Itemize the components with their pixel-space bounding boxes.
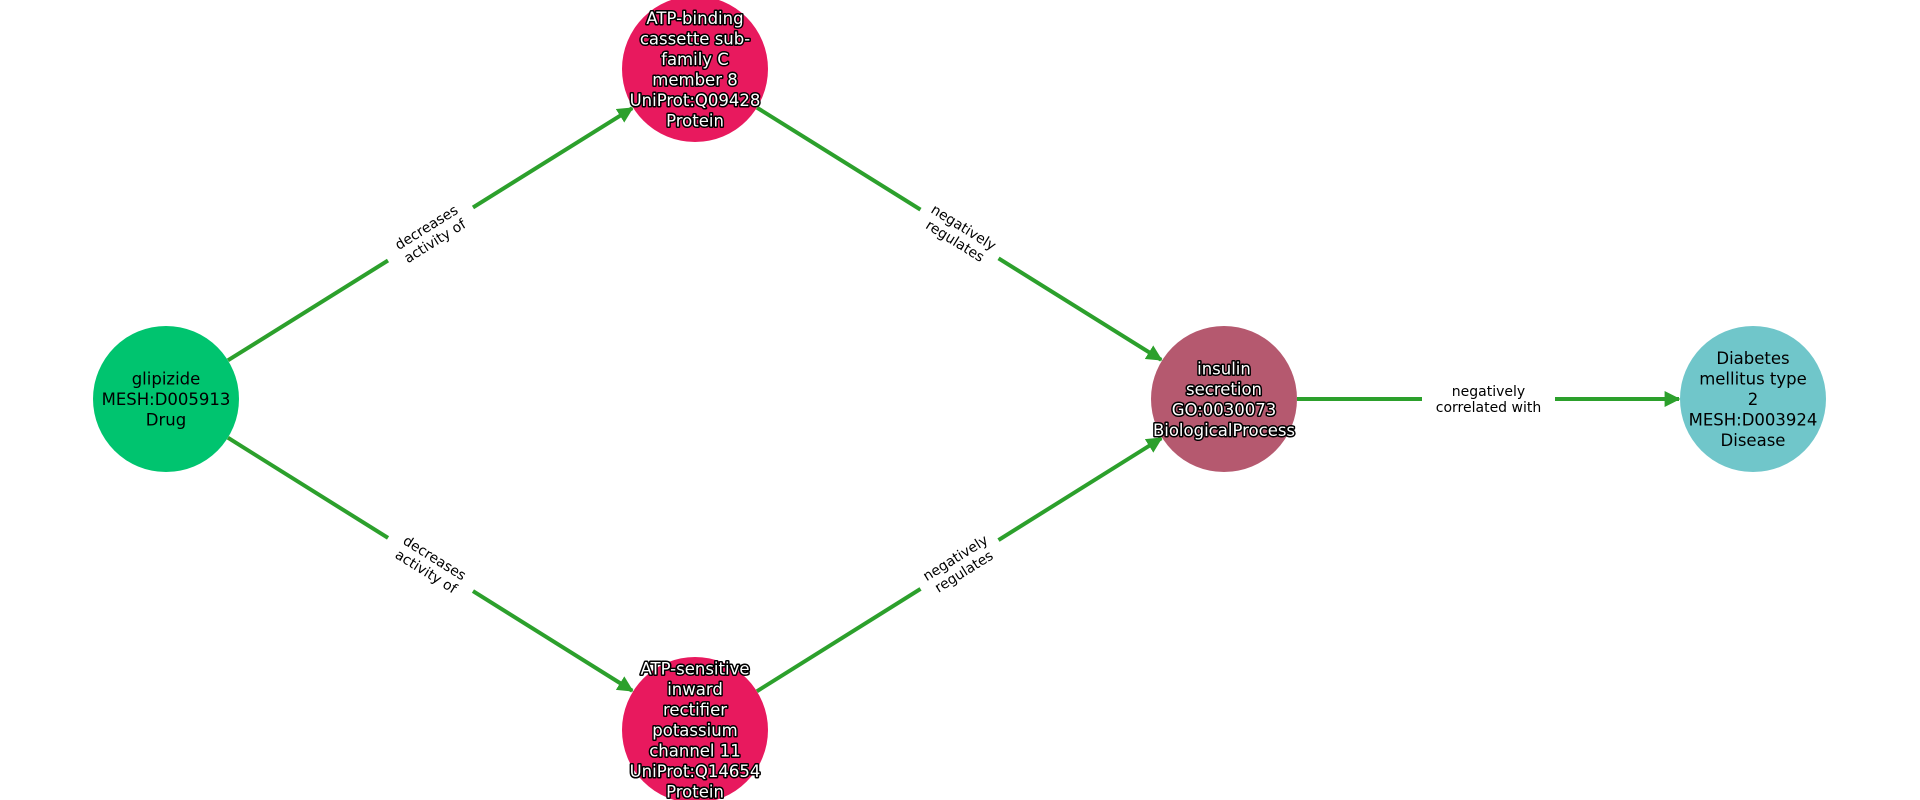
node-label-line: inward (667, 680, 723, 699)
node-circle[interactable] (622, 657, 768, 800)
node-label-line: glipizide (132, 370, 201, 389)
node-label-line: member 8 (652, 70, 737, 89)
node-label-line: secretion (1186, 380, 1262, 399)
node-label-line: channel 11 (649, 742, 741, 761)
node-label-line: ATP-sensitive (641, 660, 750, 679)
node-label-line: Drug (146, 411, 186, 430)
node-label-line: GO:0030073 (1172, 400, 1277, 419)
node-label-line: MESH:D003924 (1689, 411, 1818, 430)
node-circle[interactable] (1680, 326, 1826, 472)
node-label-line: ATP-binding (646, 9, 743, 28)
node-label-line: Disease (1721, 431, 1786, 450)
node-label-line: family C (661, 50, 729, 69)
node-label-line: MESH:D005913 (102, 390, 231, 409)
node-label-line: mellitus type (1699, 370, 1807, 389)
edge-label-line: negatively (1452, 384, 1525, 400)
node-label-line: Diabetes (1716, 349, 1789, 368)
node-label-line: 2 (1748, 390, 1759, 409)
node-label-line: UniProt:Q09428 (630, 91, 761, 110)
node-insulin[interactable]: insulin secretionGO:0030073BiologicalProc… (1151, 326, 1297, 472)
node-label-line: Protein (666, 111, 724, 130)
node-label-line: Protein (666, 783, 724, 800)
node-label-line: cassette sub- (640, 29, 750, 48)
node-label-line: UniProt:Q14654 (630, 762, 761, 781)
node-label-line: insulin (1197, 359, 1251, 378)
node-circle[interactable] (93, 326, 239, 472)
node-diabetes[interactable]: Diabetes mellitus type2MESH:D003924Diseas… (1680, 326, 1826, 472)
node-label-line: rectifier (663, 701, 727, 720)
node-circle[interactable] (622, 0, 768, 142)
node-label-line: BiologicalProcess (1153, 421, 1295, 440)
node-label-line: potassium (652, 721, 737, 740)
node-circle[interactable] (1151, 326, 1297, 472)
edge-label-line: correlated with (1436, 400, 1541, 416)
